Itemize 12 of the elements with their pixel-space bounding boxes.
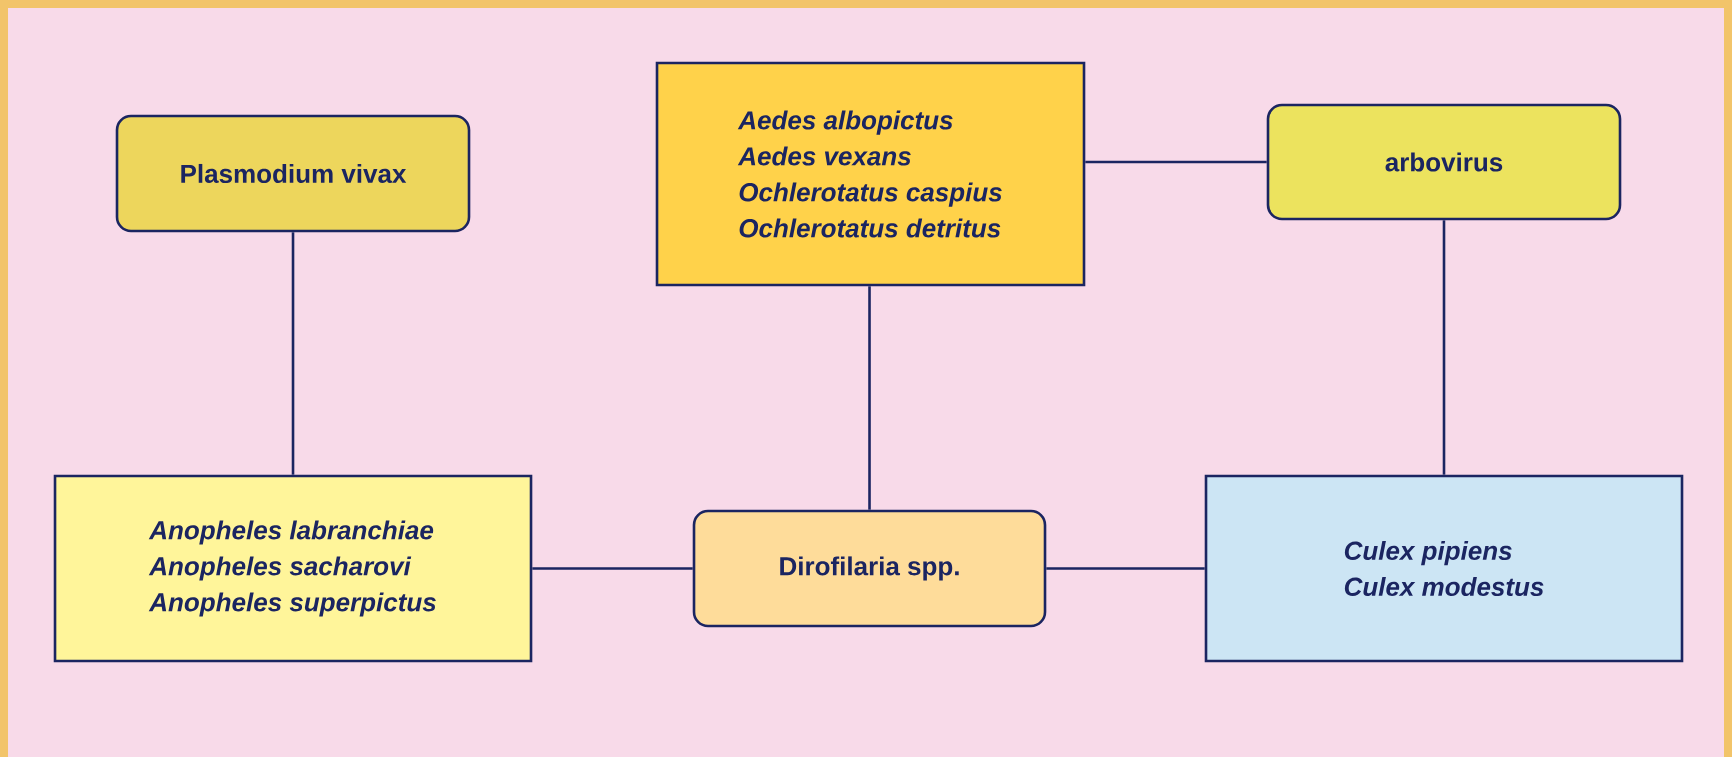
connector-line	[1046, 567, 1205, 570]
connector-line	[532, 567, 693, 570]
rounded-box: Dirofilaria spp.	[692, 509, 1047, 628]
rounded-box: arbovirus	[1266, 103, 1622, 221]
species-box: Aedes albopictus Aedes vexans Ochlerotatus caspius Ochlerotatus detritus	[655, 61, 1086, 287]
connector-line	[291, 232, 295, 475]
connector-line	[1085, 160, 1267, 164]
species-box: Anopheles labranchiae Anopheles sacharovi Anopheles superpictus	[53, 474, 533, 663]
connector-line	[1442, 220, 1446, 475]
connector-line	[868, 286, 871, 510]
rounded-box: Plasmodium vivax	[115, 114, 471, 233]
species-box: Culex pipiens Culex modestus	[1204, 474, 1684, 663]
